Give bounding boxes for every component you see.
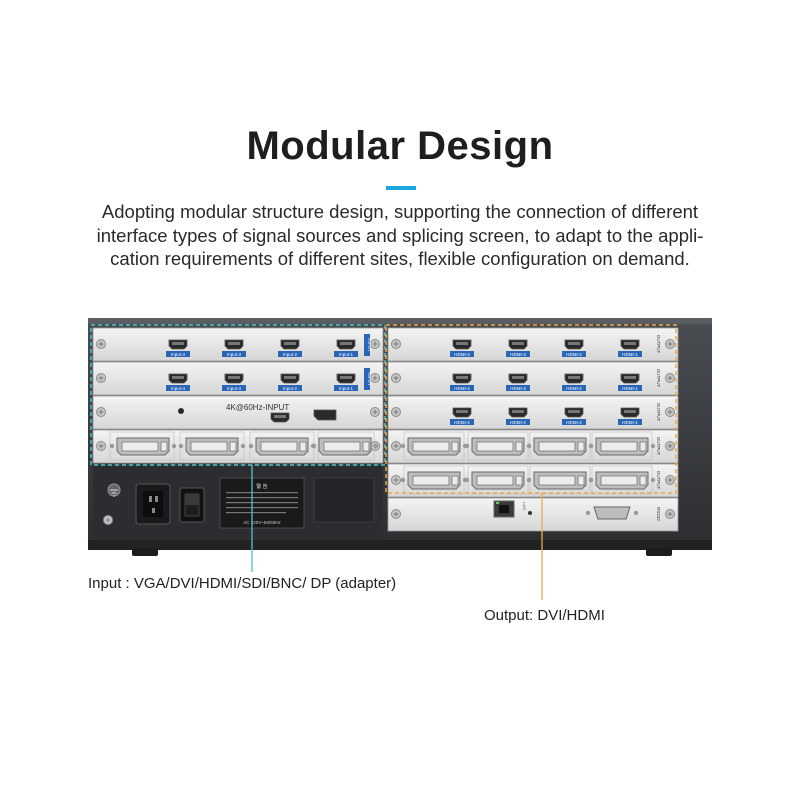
hdmi-port-icon	[564, 339, 584, 350]
port-label: Input-4	[171, 352, 186, 357]
card-tag: INPUT	[367, 338, 372, 352]
warning-voltage: AC 220V~50/60Hz	[243, 520, 281, 525]
port-label: HDMI-3	[510, 352, 526, 357]
card-tag: OUTPUT	[656, 335, 661, 354]
port-label: Input-1	[339, 352, 354, 357]
rs232-label: RS232	[656, 507, 661, 521]
dvi-port-icon	[109, 437, 177, 456]
output-card-1: HDMI-4 HDMI-3 HDMI-2 HDMI-1 OUTPUT	[387, 327, 679, 362]
hdmi-port-icon	[168, 339, 188, 350]
foot	[646, 548, 672, 556]
output-card-2: HDMI-4 HDMI-3 HDMI-2 HDMI-1 OUTPUT	[387, 361, 679, 396]
input-card-2: Input-4 Input-3 Input-2 Input-1 INPUT	[92, 361, 384, 396]
port-label: HDMI-4	[454, 386, 470, 391]
dvi-port-icon	[588, 471, 656, 490]
port-label: HDMI-1	[622, 386, 638, 391]
displayport-icon	[313, 409, 337, 421]
title-accent-bar	[386, 186, 416, 190]
hdmi-port-icon	[168, 373, 188, 384]
dvi-port-icon	[311, 437, 379, 456]
hdmi-port-icon	[452, 373, 472, 384]
port-label: HDMI-4	[454, 420, 470, 425]
port-label: HDMI-1	[622, 420, 638, 425]
warning-title: 警 告	[256, 483, 267, 490]
input-card-1: Input-4 Input-3 Input-2 Input-1 INPUT	[92, 327, 384, 362]
card-tag: INPUT	[367, 372, 372, 386]
output-highlight-outline	[385, 324, 677, 494]
power-panel: 警 告 AC 220V~50/60Hz	[93, 466, 383, 538]
hdmi-port-icon	[620, 407, 640, 418]
indicator-hole	[528, 511, 532, 515]
hdmi-port-icon	[336, 373, 356, 384]
description-line-2: interface types of signal sources and sp…	[96, 224, 704, 246]
dvi-port-icon	[400, 437, 468, 456]
hdmi-port-icon	[620, 373, 640, 384]
port-label: HDMI-2	[566, 352, 582, 357]
port-label: Input-1	[339, 386, 354, 391]
hdmi-port-icon	[508, 373, 528, 384]
hdmi-port-icon	[280, 339, 300, 350]
port-label: Input-2	[283, 386, 298, 391]
hdmi-port-icon	[508, 407, 528, 418]
description-line-1: Adopting modular structure design, suppo…	[101, 201, 699, 222]
port-label: Input-2	[283, 352, 298, 357]
port-label: HDMI-2	[566, 386, 582, 391]
lan-label: LAN	[522, 502, 527, 510]
dvi-port-icon	[588, 437, 656, 456]
card-tag: OUTPUT	[656, 471, 661, 490]
hdmi-port-icon	[336, 339, 356, 350]
hdmi-port-icon	[270, 412, 290, 423]
dvi-port-icon	[400, 471, 468, 490]
port-label: Input-3	[227, 352, 242, 357]
hdmi-port-icon	[564, 407, 584, 418]
dvi-port-icon	[464, 437, 532, 456]
input-highlight-outline	[90, 324, 386, 466]
dvi-port-icon	[526, 471, 594, 490]
port-label: Input-4	[171, 386, 186, 391]
port-label: HDMI-2	[566, 420, 582, 425]
description: Adopting modular structure design, suppo…	[50, 200, 750, 271]
port-label: HDMI-1	[622, 352, 638, 357]
indicator-hole	[178, 408, 184, 414]
port-label: HDMI-4	[454, 352, 470, 357]
output-card-dvi-2: OUTPUT	[387, 463, 679, 498]
hdmi-port-icon	[224, 373, 244, 384]
control-card: LAN RS232	[387, 497, 679, 532]
hdmi-port-icon	[280, 373, 300, 384]
blank-plate	[313, 477, 375, 523]
rs232-port-icon	[593, 506, 631, 520]
hdmi-port-icon	[508, 339, 528, 350]
output-card-dvi-1: OUTPUT	[387, 429, 679, 464]
hdmi-port-icon	[452, 407, 472, 418]
input-caption: Input : VGA/DVI/HDMI/SDI/BNC/ DP (adapte…	[88, 575, 397, 592]
hdmi-port-icon	[564, 373, 584, 384]
card-tag: OUTPUT	[656, 437, 661, 456]
input-card-4k: 4K@60Hz-INPUT	[92, 395, 384, 430]
port-label: Input-3	[227, 386, 242, 391]
card-tag: OUTPUT	[656, 369, 661, 388]
input-card-dvi	[92, 429, 384, 464]
output-card-3: HDMI-4 HDMI-3 HDMI-2 HDMI-1 OUTPUT	[387, 395, 679, 430]
port-label: HDMI-3	[510, 420, 526, 425]
hdmi-port-icon	[224, 339, 244, 350]
description-line-3: cation requirements of different sites, …	[110, 248, 690, 269]
port-label: HDMI-3	[510, 386, 526, 391]
four-k-label: 4K@60Hz-INPUT	[226, 403, 289, 412]
dvi-port-icon	[526, 437, 594, 456]
page-title: Modular Design	[246, 124, 554, 168]
dvi-port-icon	[248, 437, 316, 456]
hdmi-port-icon	[620, 339, 640, 350]
hdmi-port-icon	[452, 339, 472, 350]
foot	[132, 548, 158, 556]
dvi-port-icon	[178, 437, 246, 456]
dvi-port-icon	[464, 471, 532, 490]
card-tag: OUTPUT	[656, 403, 661, 422]
output-caption: Output: DVI/HDMI	[484, 607, 605, 624]
